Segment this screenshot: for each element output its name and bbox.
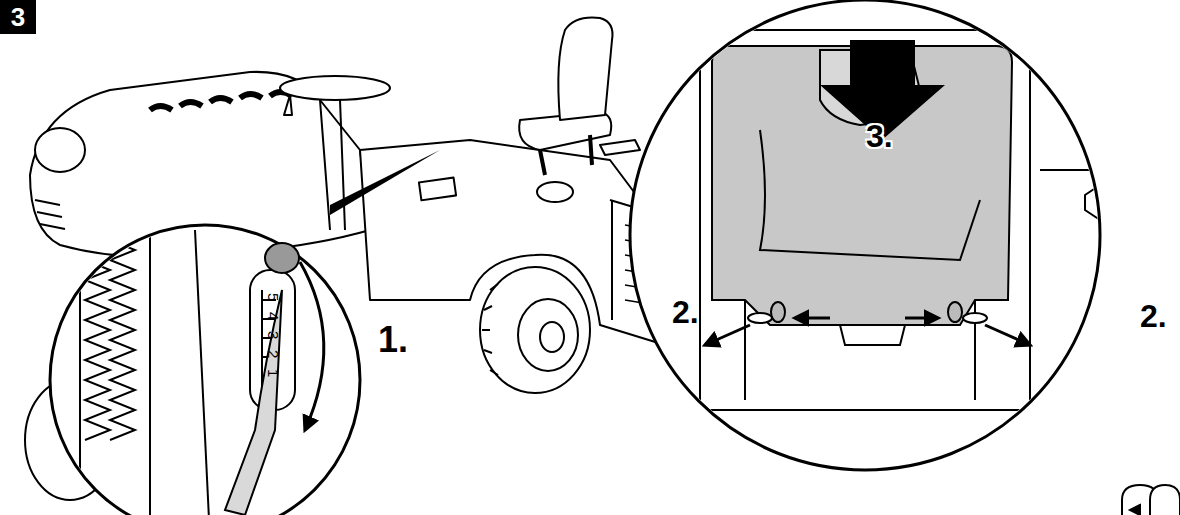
- step-number: 2.: [672, 296, 699, 328]
- gear-position: 4: [266, 312, 281, 320]
- gear-position: 3: [266, 331, 281, 339]
- figure-number-box: 3: [0, 0, 36, 34]
- gear-position: 2: [266, 350, 281, 358]
- figure-number: 3: [11, 4, 25, 30]
- catcher-inset: [630, 0, 1115, 470]
- gear-position: 1: [266, 369, 281, 377]
- step-number: 2.: [1140, 300, 1167, 332]
- step-number: 3.: [866, 120, 893, 152]
- step-number: 1.: [378, 322, 408, 358]
- gear-position: 5: [266, 293, 281, 301]
- corner-icon: [1122, 485, 1180, 515]
- pointer: [330, 150, 440, 215]
- lever-inset: [50, 220, 360, 515]
